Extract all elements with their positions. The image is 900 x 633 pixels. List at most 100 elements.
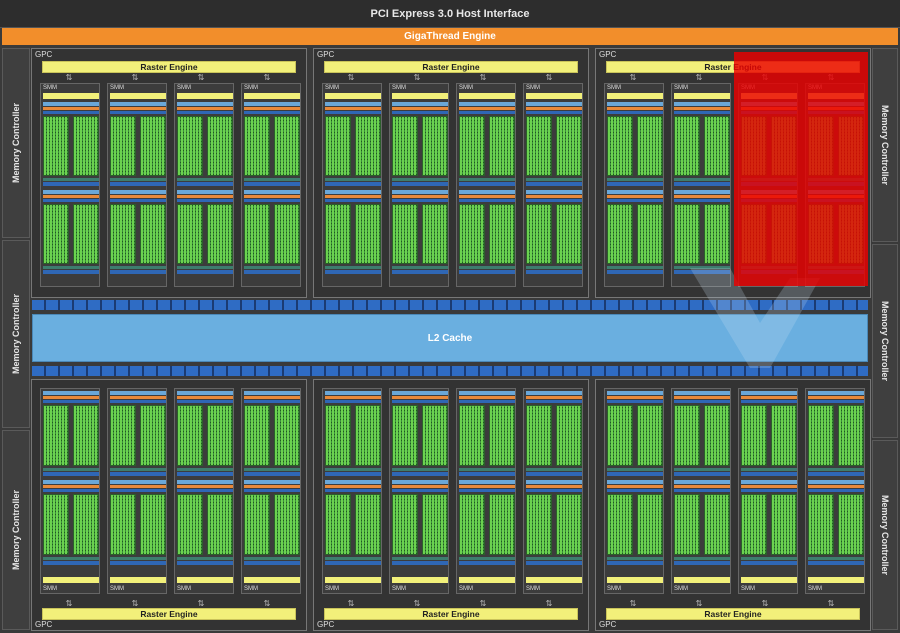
cuda-cores <box>43 405 69 466</box>
cuda-cores <box>177 204 203 264</box>
dispatch-unit <box>244 107 300 110</box>
dispatch-unit <box>110 396 166 399</box>
cuda-cores <box>556 204 582 264</box>
cuda-cores <box>704 405 730 466</box>
cuda-cores <box>556 494 582 555</box>
raster-engine: Raster Engine <box>606 608 860 620</box>
smm-block: SMM <box>107 83 167 287</box>
smm-label: SMM <box>674 85 688 91</box>
cuda-cores <box>459 405 485 466</box>
cuda-cores <box>244 405 270 466</box>
smm-label: SMM <box>244 586 258 592</box>
dispatch-unit <box>325 107 381 110</box>
load-store-units <box>392 557 448 560</box>
instruction-cache <box>110 93 166 99</box>
register-file <box>244 400 300 403</box>
register-file <box>607 400 663 403</box>
warp-scheduler <box>325 102 381 106</box>
cuda-cores <box>422 204 448 264</box>
warp-scheduler <box>110 190 166 194</box>
load-store-units <box>674 178 730 181</box>
register-file <box>110 489 166 492</box>
smm-label: SMM <box>110 85 124 91</box>
register-file <box>244 111 300 114</box>
texture-units <box>674 472 730 476</box>
warp-scheduler <box>110 102 166 106</box>
load-store-units <box>459 266 515 269</box>
dispatch-unit <box>110 107 166 110</box>
dispatch-unit <box>674 107 730 110</box>
load-store-units <box>674 468 730 471</box>
instruction-cache <box>741 577 797 583</box>
cuda-cores <box>556 405 582 466</box>
register-file <box>526 199 582 202</box>
memory-controller-label: Memory Controller <box>11 102 21 184</box>
load-store-units <box>244 468 300 471</box>
warp-scheduler <box>392 480 448 484</box>
raster-engine-label: Raster Engine <box>704 62 762 72</box>
texture-units <box>741 561 797 565</box>
arrow-icon: ⇅ <box>413 599 421 608</box>
warp-scheduler <box>607 102 663 106</box>
cuda-cores <box>392 405 418 466</box>
raster-engine-label: Raster Engine <box>140 62 198 72</box>
dispatch-unit <box>741 485 797 488</box>
smm-block: SMM <box>805 388 865 594</box>
register-file <box>325 400 381 403</box>
load-store-units <box>325 178 381 181</box>
texture-units <box>459 472 515 476</box>
warp-scheduler <box>741 391 797 395</box>
arrow-icon: ⇅ <box>131 73 139 82</box>
arrow-icon: ⇅ <box>197 73 205 82</box>
crossbar-strip-bottom <box>32 366 868 376</box>
texture-units <box>526 561 582 565</box>
cuda-cores <box>526 204 552 264</box>
warp-scheduler <box>110 391 166 395</box>
memory-controller-label: Memory Controller <box>880 494 890 576</box>
load-store-units <box>526 266 582 269</box>
arrow-icon: ⇅ <box>413 73 421 82</box>
cuda-cores <box>274 116 300 176</box>
instruction-cache <box>674 577 730 583</box>
instruction-cache <box>392 93 448 99</box>
warp-scheduler <box>177 190 233 194</box>
warp-scheduler <box>43 102 99 106</box>
raster-engine-label: Raster Engine <box>140 609 198 619</box>
register-file <box>607 489 663 492</box>
smm-block: SMM <box>241 388 301 594</box>
warp-scheduler <box>325 391 381 395</box>
raster-engine-label: Raster Engine <box>704 609 762 619</box>
dispatch-unit <box>741 396 797 399</box>
smm-block: SMM <box>523 388 583 594</box>
dispatch-unit <box>392 107 448 110</box>
cuda-cores <box>637 116 663 176</box>
smm-block: SMM <box>738 388 798 594</box>
cuda-cores <box>207 204 233 264</box>
instruction-cache <box>607 93 663 99</box>
dispatch-unit <box>325 396 381 399</box>
warp-scheduler <box>526 102 582 106</box>
cuda-cores <box>526 494 552 555</box>
cuda-cores <box>637 204 663 264</box>
register-file <box>177 400 233 403</box>
register-file <box>392 489 448 492</box>
warp-scheduler <box>177 480 233 484</box>
cuda-cores <box>704 116 730 176</box>
smm-block: SMM <box>107 388 167 594</box>
arrow-icon: ⇅ <box>263 599 271 608</box>
dispatch-unit <box>43 107 99 110</box>
register-file <box>43 400 99 403</box>
load-store-units <box>43 266 99 269</box>
dispatch-unit <box>43 396 99 399</box>
pcie-host-interface: PCI Express 3.0 Host Interface <box>0 0 900 28</box>
dispatch-unit <box>43 485 99 488</box>
cuda-cores <box>489 204 515 264</box>
warp-scheduler <box>526 391 582 395</box>
smm-label: SMM <box>674 586 688 592</box>
warp-scheduler <box>43 190 99 194</box>
arrow-icon: ⇅ <box>347 73 355 82</box>
smm-block: SMM <box>40 83 100 287</box>
smm-block: SMM <box>389 83 449 287</box>
highlight-overlay <box>734 52 868 286</box>
